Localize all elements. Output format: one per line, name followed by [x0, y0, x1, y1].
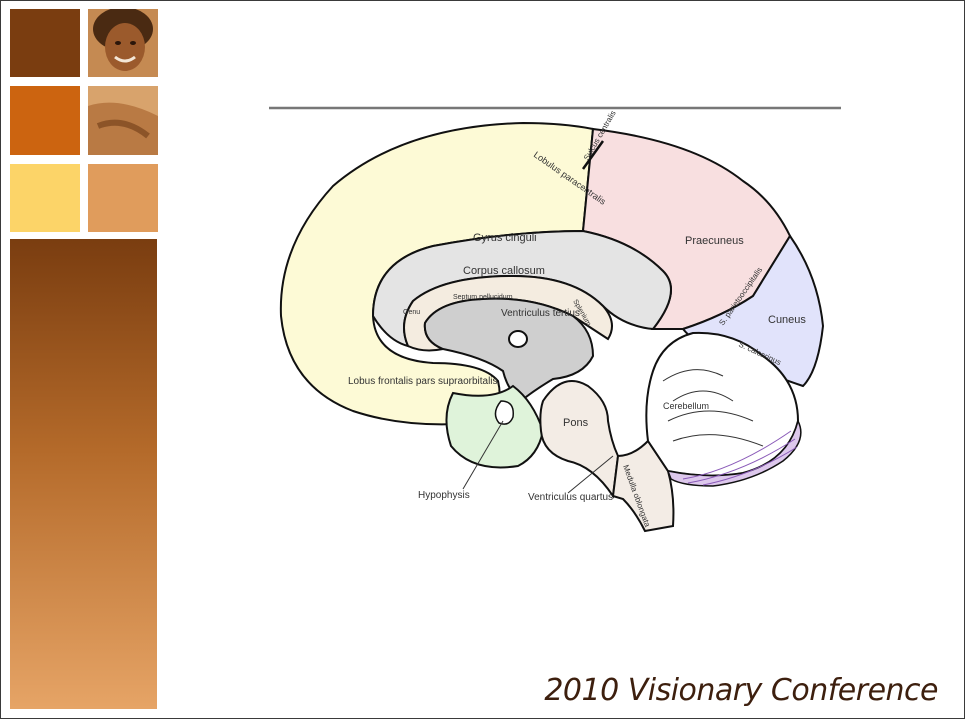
- label-lobus-frontalis: Lobus frontalis pars supraorbitalis: [348, 376, 498, 387]
- label-ventriculus-tertius: Ventriculus tertius: [501, 308, 580, 319]
- label-cuneus: Cuneus: [768, 314, 806, 326]
- child-photo: [88, 9, 158, 77]
- conference-footer: 2010 Visionary Conference: [544, 673, 938, 708]
- gradient-sidebar-bar: [10, 239, 157, 709]
- brown-square: [10, 9, 80, 77]
- hypophysis-region: [495, 401, 513, 424]
- orange-square: [10, 86, 80, 155]
- arm-photo: [88, 86, 158, 155]
- label-corpus-callosum: Corpus callosum: [463, 265, 545, 277]
- tan-square: [88, 164, 158, 232]
- label-ventriculus-quartus: Ventriculus quartus: [528, 492, 613, 503]
- label-praecuneus: Praecuneus: [685, 235, 744, 247]
- label-pons: Pons: [563, 417, 589, 429]
- label-septum-pellucidum: Septum pellucidum: [453, 294, 513, 301]
- label-genu: Genu: [403, 309, 420, 316]
- label-hypophysis: Hypophysis: [418, 490, 470, 501]
- yellow-square: [10, 164, 80, 232]
- brain-sagittal-diagram: Sulcus centralis Lobulus paracentralis G…: [263, 101, 843, 541]
- label-gyrus-cinguli: Gyrus cinguli: [473, 232, 537, 244]
- label-cerebellum: Cerebellum: [663, 401, 709, 411]
